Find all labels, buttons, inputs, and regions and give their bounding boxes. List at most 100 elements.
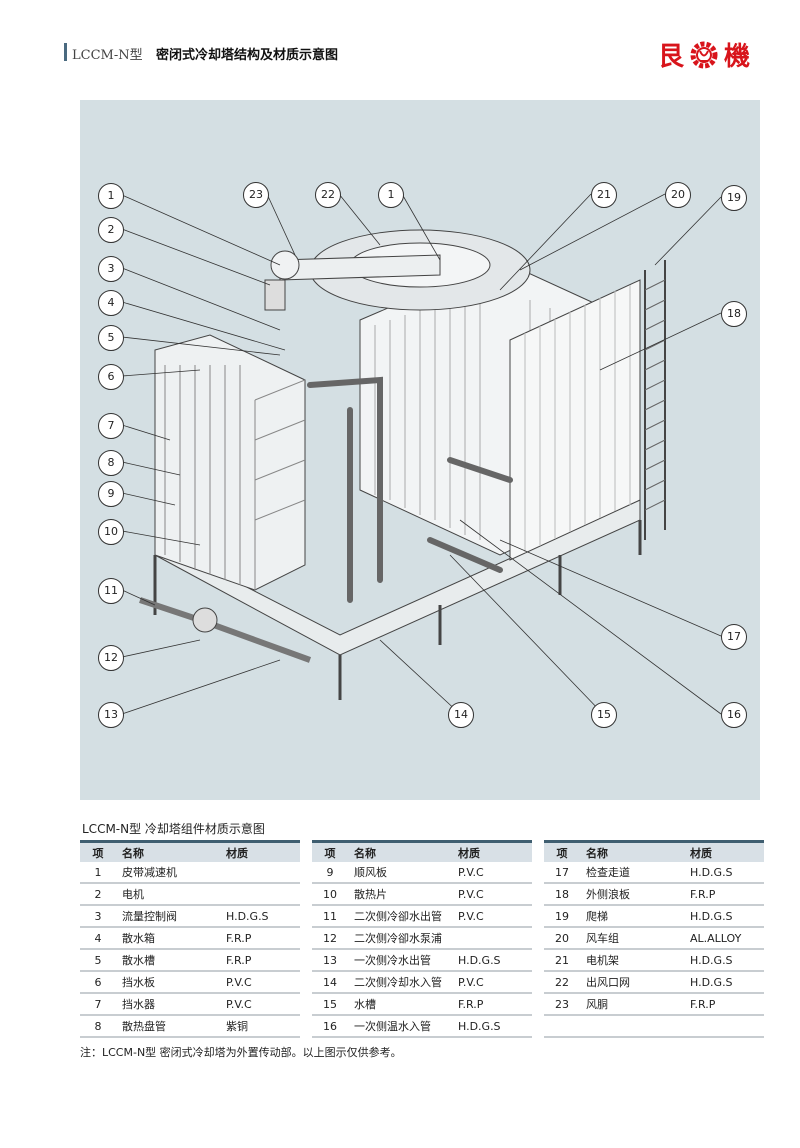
column-header: 材质 xyxy=(226,840,300,862)
table-cell: 流量控制阀 xyxy=(116,905,226,928)
table-cell: 一次侧温水入管 xyxy=(348,1015,458,1038)
table-cell: 19 xyxy=(544,905,580,928)
column-header: 名称 xyxy=(116,840,226,862)
callout: 20 xyxy=(665,182,691,208)
column-header: 材质 xyxy=(458,840,532,862)
table-cell xyxy=(690,1015,764,1038)
table-cell: 13 xyxy=(312,949,348,972)
cooling-tower-diagram xyxy=(121,193,722,715)
table-cell: 一次侧冷水出管 xyxy=(348,949,458,972)
callout: 1 xyxy=(98,183,124,209)
callout: 7 xyxy=(98,413,124,439)
callout: 2 xyxy=(98,217,124,243)
callout: 16 xyxy=(721,702,747,728)
table-cell: H.D.G.S xyxy=(690,949,764,972)
table-cell: 电机 xyxy=(116,883,226,906)
table-cell: 散水箱 xyxy=(116,927,226,950)
table-cell xyxy=(580,1015,690,1038)
callout: 19 xyxy=(721,185,747,211)
table-cell: 15 xyxy=(312,993,348,1016)
column-header: 材质 xyxy=(690,840,764,862)
column-header: 名称 xyxy=(580,840,690,862)
table-cell: 外侧浪板 xyxy=(580,883,690,906)
logo-char-right: 機 xyxy=(724,42,751,72)
table-cell xyxy=(544,1015,580,1038)
callout: 17 xyxy=(721,624,747,650)
table-header-row: 项名称材质 xyxy=(544,840,764,862)
table-cell: 散热盘管 xyxy=(116,1015,226,1038)
table-header-row: 项名称材质 xyxy=(312,840,532,862)
table-cell: 水槽 xyxy=(348,993,458,1016)
table-cell: 5 xyxy=(80,949,116,972)
table-cell: 14 xyxy=(312,971,348,994)
callout: 21 xyxy=(591,182,617,208)
table-cell: 二次侧冷卻水出管 xyxy=(348,905,458,928)
column-header: 项 xyxy=(544,840,580,862)
table-cell: H.D.G.S xyxy=(226,905,300,928)
table-cell: 7 xyxy=(80,993,116,1016)
table-cell: 二次侧冷卻水泵浦 xyxy=(348,927,458,950)
callout: 14 xyxy=(448,702,474,728)
table-cell: 4 xyxy=(80,927,116,950)
table-cell: 皮带减速机 xyxy=(116,862,226,884)
callout: 15 xyxy=(591,702,617,728)
table-cell: H.D.G.S xyxy=(458,1015,532,1038)
callout: 5 xyxy=(98,325,124,351)
table-cell: 17 xyxy=(544,862,580,884)
column-header: 名称 xyxy=(348,840,458,862)
table-cell: 爬梯 xyxy=(580,905,690,928)
callout: 23 xyxy=(243,182,269,208)
callout: 4 xyxy=(98,290,124,316)
table-cell: 16 xyxy=(312,1015,348,1038)
callout: 12 xyxy=(98,645,124,671)
diagram-panel xyxy=(80,100,760,800)
table-cell: 9 xyxy=(312,862,348,884)
callout: 11 xyxy=(98,578,124,604)
footnote: 注：LCCM-N型 密闭式冷却塔为外置传动部。以上图示仅供参考。 xyxy=(80,1046,402,1059)
table-cell: H.D.G.S xyxy=(690,862,764,884)
table-cell: 20 xyxy=(544,927,580,950)
table-cell: P.V.C xyxy=(458,905,532,928)
table-cell: 挡水器 xyxy=(116,993,226,1016)
gear-logo-icon xyxy=(690,41,718,68)
table-cell: 1 xyxy=(80,862,116,884)
table-cell: P.V.C xyxy=(226,993,300,1016)
table-cell: 电机架 xyxy=(580,949,690,972)
column-header: 项 xyxy=(80,840,116,862)
table-cell: 风胴 xyxy=(580,993,690,1016)
table-cell: 21 xyxy=(544,949,580,972)
callout: 22 xyxy=(315,182,341,208)
callout: 8 xyxy=(98,450,124,476)
callout: 13 xyxy=(98,702,124,728)
table-cell: H.D.G.S xyxy=(690,971,764,994)
table-cell: 10 xyxy=(312,883,348,906)
table-cell: 23 xyxy=(544,993,580,1016)
callout: 18 xyxy=(721,301,747,327)
table-cell xyxy=(458,927,532,950)
table-cell: F.R.P xyxy=(226,949,300,972)
callout: 9 xyxy=(98,481,124,507)
header-accent-bar xyxy=(64,43,67,61)
brand-logo: 艮 機 xyxy=(658,36,750,73)
table-cell: 挡水板 xyxy=(116,971,226,994)
table-cell: 检查走道 xyxy=(580,862,690,884)
table-cell: P.V.C xyxy=(458,971,532,994)
